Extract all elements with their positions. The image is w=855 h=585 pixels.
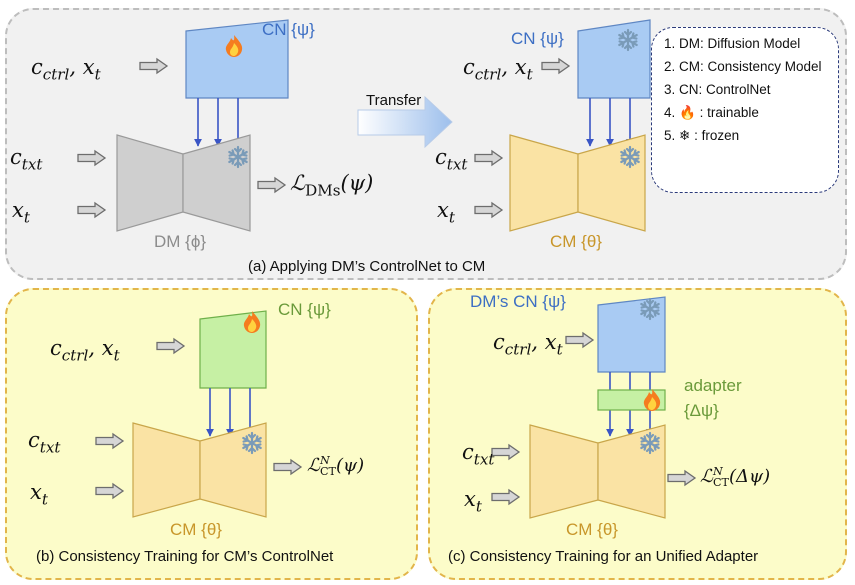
input-x-b: xt <box>30 480 48 509</box>
controlnet-c <box>597 296 666 373</box>
legend: 1. DM: Diffusion Model 2. CM: Consistenc… <box>651 27 839 193</box>
arrow-x-a-right <box>474 202 503 218</box>
input-ctrl-a-right: cctrl, xt <box>463 55 533 84</box>
caption-a: (a) Applying DM’s ControlNet to CM <box>248 258 486 275</box>
dm-encoder <box>116 134 184 232</box>
legend-item-dm: 1. DM: Diffusion Model <box>664 36 801 51</box>
arrow-txt-a-right <box>474 150 503 166</box>
arrow-x-b <box>95 483 124 499</box>
transfer-label: Transfer <box>366 92 422 109</box>
cn-label-c: DM’s CN {ψ} <box>470 292 566 311</box>
arrow-loss-c <box>667 470 696 486</box>
cm-encoder-c <box>529 424 599 519</box>
cm-label-a: CM {θ} <box>550 232 602 251</box>
arrow-txt-a-left <box>77 150 106 166</box>
cm-label-c: CM {θ} <box>566 520 618 539</box>
cn-label-a-right: CN {ψ} <box>511 29 564 48</box>
cm-label-b: CM {θ} <box>170 520 222 539</box>
input-x-c: xt <box>464 487 482 516</box>
cn-label-b: CN {ψ} <box>278 300 331 319</box>
adapter-param-label: {Δψ} <box>684 401 719 420</box>
arrow-x-c <box>491 489 520 505</box>
cm-encoder-b <box>132 422 201 518</box>
arrow-txt-c <box>491 444 520 460</box>
arrow-ctrl-a-left <box>139 58 168 74</box>
dm-label: DM {ϕ} <box>154 232 207 251</box>
arrow-x-a-left <box>77 202 106 218</box>
legend-item-trainable: 4. 🔥 : trainable <box>664 105 759 120</box>
input-txt-a-right: ctxt <box>435 145 468 174</box>
input-txt-a-left: ctxt <box>10 145 43 174</box>
arrow-ctrl-b <box>156 338 185 354</box>
legend-item-cm: 2. CM: Consistency Model <box>664 59 822 74</box>
legend-item-cn: 3. CN: ControlNet <box>664 82 771 97</box>
caption-c: (c) Consistency Training for an Unified … <box>448 548 759 565</box>
input-x-a-right: xt <box>437 198 455 227</box>
arrow-txt-b <box>95 433 124 449</box>
arrow-loss-b <box>273 459 302 475</box>
controlnet-a-left <box>185 19 289 99</box>
arrow-ctrl-a-right <box>541 58 570 74</box>
input-ctrl-a-left: cctrl, xt <box>31 55 101 84</box>
controlnet-a-right <box>577 19 651 99</box>
legend-item-frozen: 5. ❄ : frozen <box>664 128 740 143</box>
cn-label-a-left: CN {ψ} <box>262 20 315 39</box>
input-ctrl-c: cctrl, xt <box>493 330 563 359</box>
input-txt-b: ctxt <box>28 428 61 457</box>
input-x-a-left: xt <box>12 198 30 227</box>
transfer-arrow <box>357 95 453 149</box>
caption-b: (b) Consistency Training for CM’s Contro… <box>36 548 334 565</box>
arrow-ctrl-c <box>565 332 594 348</box>
loss-dm: ℒDMs(ψ) <box>290 171 374 200</box>
adapter-label: adapter <box>684 376 742 395</box>
input-txt-c: ctxt <box>462 440 495 469</box>
input-ctrl-b: cctrl, xt <box>50 336 120 365</box>
arrow-loss-a-left <box>257 177 286 193</box>
cm-encoder-a <box>509 134 579 232</box>
cm-decoder-b <box>199 422 267 518</box>
